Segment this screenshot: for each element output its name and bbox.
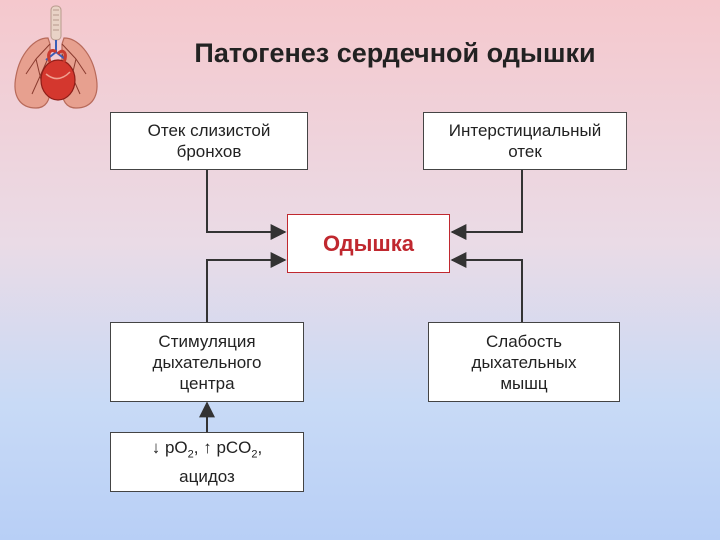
node-stimulation-line2: дыхательного <box>152 352 262 372</box>
line-suffix: , <box>257 438 263 458</box>
node-stimulation-line3: центра <box>179 373 235 393</box>
node-weakness-line1: Слабость <box>486 331 562 351</box>
node-dyspnea: Одышка <box>287 214 450 273</box>
lungs-heart-illustration <box>14 5 98 109</box>
po2-label: pO <box>164 438 188 458</box>
arrow-mid-left-to-center <box>206 252 287 322</box>
node-respiratory-muscle-weakness: Слабость дыхательных мышц <box>428 322 620 402</box>
pco2-label: pCO <box>216 438 252 458</box>
page-title: Патогенез сердечной одышки <box>194 38 596 68</box>
node-bronchial-edema: Отек слизистой бронхов <box>110 112 308 170</box>
node-dyspnea-label: Одышка <box>323 231 414 256</box>
down-arrow-glyph: ↓ <box>151 438 161 458</box>
node-blood-gases: ↓ pO2, ↑ pCO2, ацидоз <box>110 432 304 492</box>
node-weakness-line2: дыхательных <box>471 352 577 372</box>
separator: , <box>193 438 204 458</box>
node-blood-gases-line2: ацидоз <box>179 466 235 486</box>
arrow-top-left-to-center <box>206 170 287 240</box>
node-blood-gases-line1: ↓ pO2, ↑ pCO2, <box>152 437 263 465</box>
node-stimulation-line1: Стимуляция <box>158 331 256 351</box>
node-weakness-line3: мышц <box>500 373 548 393</box>
up-arrow-glyph: ↑ <box>203 438 212 458</box>
node-bronchial-edema-line1: Отек слизистой <box>147 121 271 140</box>
arrow-mid-right-to-center <box>450 252 523 322</box>
node-interstitial-edema-line2: отек <box>508 142 542 161</box>
po2-subscript: 2 <box>187 448 194 461</box>
node-respiratory-center-stimulation: Стимуляция дыхательного центра <box>110 322 304 402</box>
arrow-top-right-to-center <box>450 170 523 240</box>
pco2-subscript: 2 <box>251 448 258 461</box>
node-bronchial-edema-line2: бронхов <box>176 142 242 161</box>
node-interstitial-edema: Интерстициальный отек <box>423 112 627 170</box>
node-interstitial-edema-line1: Интерстициальный <box>448 121 602 140</box>
